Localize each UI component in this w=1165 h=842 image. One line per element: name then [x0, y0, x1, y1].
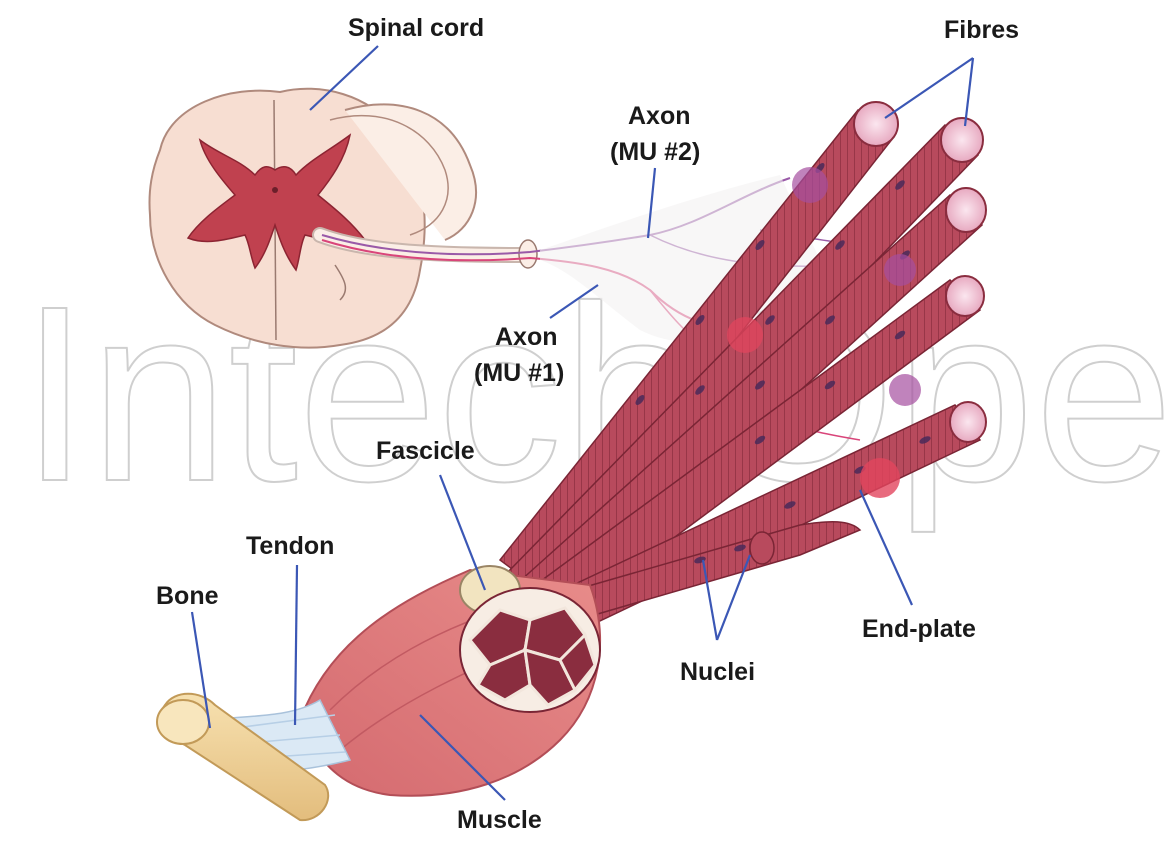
leader-tendon: [295, 565, 297, 725]
leader-fibres-a: [885, 58, 973, 118]
tendon-bone: [157, 694, 350, 820]
fibre-end-1: [854, 102, 898, 146]
label-muscle: Muscle: [457, 806, 542, 834]
label-tendon: Tendon: [246, 532, 334, 560]
leader-fibres-b: [965, 58, 973, 126]
label-axon-mu1-line1: Axon: [495, 323, 558, 351]
label-bone: Bone: [156, 582, 219, 610]
label-fascicle: Fascicle: [376, 437, 475, 465]
label-end-plate: End-plate: [862, 615, 976, 643]
label-axon-mu2-line2: (MU #2): [610, 138, 700, 166]
label-spinal-cord: Spinal cord: [348, 14, 484, 42]
label-axon-mu2-line1: Axon: [628, 102, 691, 130]
bone-end: [157, 700, 209, 744]
label-fibres: Fibres: [944, 16, 1019, 44]
label-nuclei: Nuclei: [680, 658, 755, 686]
label-axon-mu1-line2: (MU #1): [474, 359, 564, 387]
fibre-end-4: [946, 276, 984, 316]
fibre-end-5: [950, 402, 986, 442]
fibre-end-3: [946, 188, 986, 232]
fibre-end-2: [941, 118, 983, 162]
